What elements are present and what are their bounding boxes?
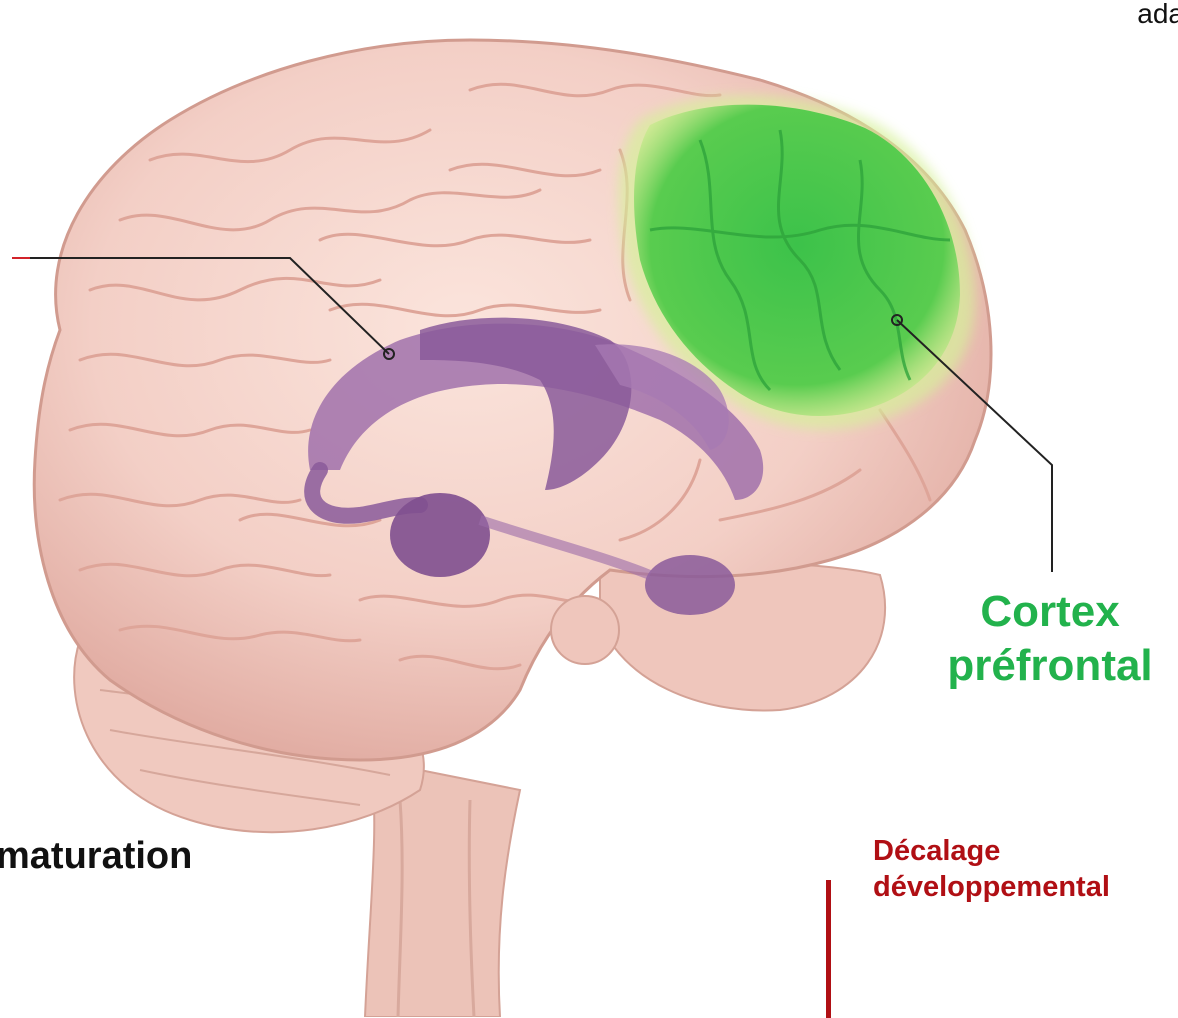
prefrontal-cortex-label: Cortex préfrontal — [915, 585, 1178, 692]
decalage-label: Décalage développemental — [873, 833, 1110, 906]
maturation-label: maturation — [0, 835, 192, 878]
cortex-label-line2: préfrontal — [915, 639, 1178, 693]
amygdala-shape — [390, 493, 490, 577]
cortex-label-line1: Cortex — [915, 585, 1178, 639]
decalage-divider — [826, 880, 831, 1018]
decalage-line1: Décalage — [873, 833, 1110, 869]
corner-text: ada — [1137, 0, 1178, 30]
decalage-line2: développemental — [873, 869, 1110, 905]
